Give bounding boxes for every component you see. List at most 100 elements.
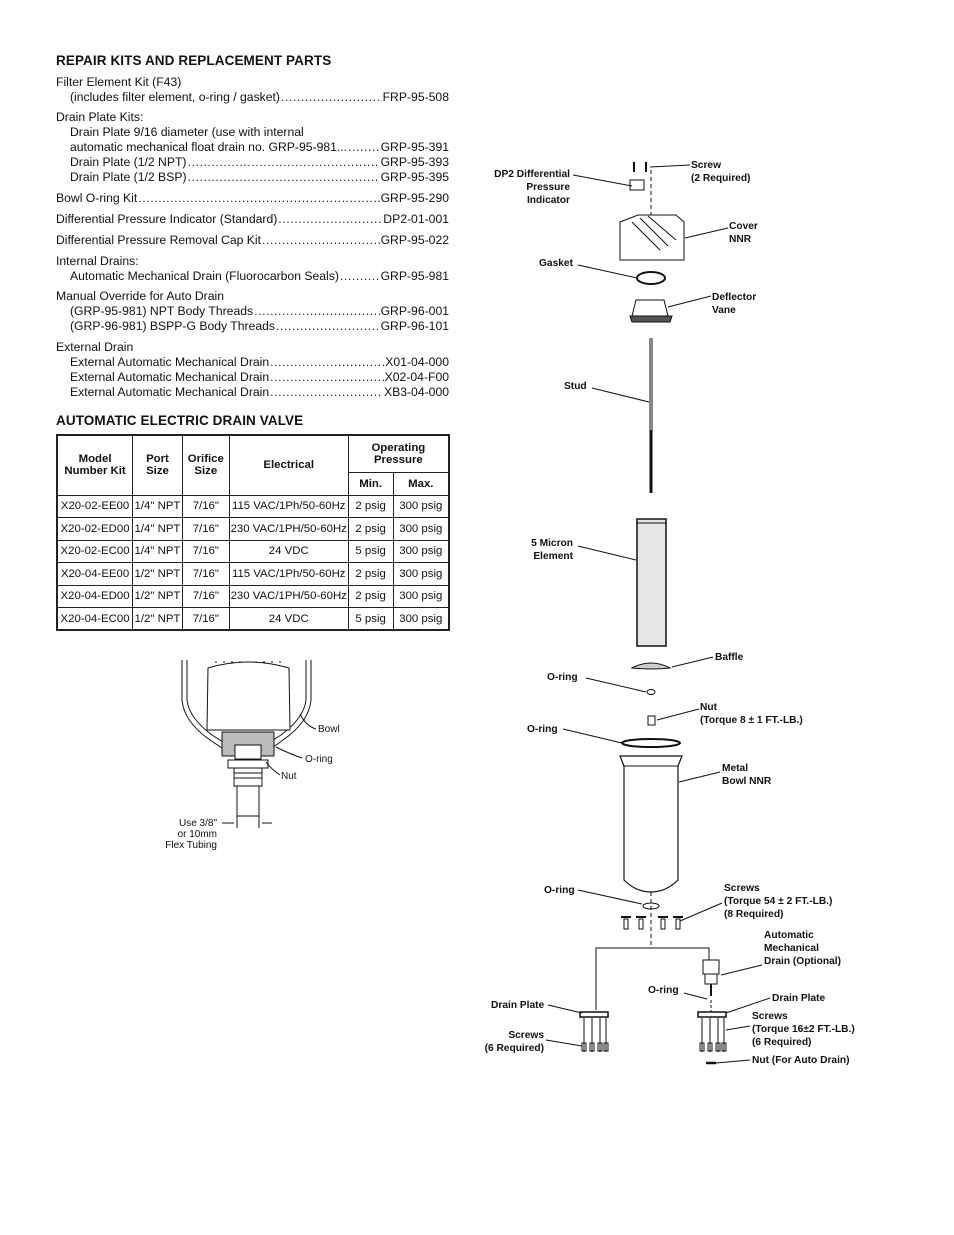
th-min: Min. xyxy=(347,471,394,496)
oring-label-1: O-ring xyxy=(547,672,578,683)
filter-kit-heading: Filter Element Kit (F43) xyxy=(56,75,182,89)
filter-kit-part: FRP-95-508 xyxy=(382,90,449,104)
th-max: Max. xyxy=(392,471,450,496)
dprc-part: GRP-95-022 xyxy=(380,233,449,247)
dpi-row: Differential Pressure Indicator (Standar… xyxy=(56,212,449,227)
drain-plate-part1: GRP-95-391 xyxy=(380,140,449,154)
small-bowl-drawing xyxy=(181,660,317,828)
drain-plate-line2: automatic mechanical float drain no. GRP… xyxy=(70,140,348,154)
screw-label: Screw(2 Required) xyxy=(691,159,750,185)
screws-text: Screws xyxy=(508,1030,544,1041)
oring-label-2: O-ring xyxy=(527,724,558,735)
screws-torque-text: (Torque 54 ± 2 FT.-LB.) xyxy=(724,896,833,907)
table-cell: 1/2" NPT xyxy=(132,584,183,608)
top-screws-drawing xyxy=(572,162,691,191)
th-port: Port Size xyxy=(132,434,183,496)
micron-line: 5 Micron xyxy=(531,538,573,549)
override-bspp-row: (GRP-96-981) BSPP-G Body ThreadsGRP-96-1… xyxy=(56,319,449,334)
table-cell: 1/2" NPT xyxy=(132,607,183,631)
gasket-label: Gasket xyxy=(539,258,573,269)
screws8-label: Screws(Torque 54 ± 2 FT.-LB.)(8 Required… xyxy=(724,882,832,921)
left-drain-plate-drawing xyxy=(545,1004,609,1052)
table-cell: 115 VAC/1Ph/50-60Hz xyxy=(228,562,349,586)
drain-plate-row1: automatic mechanical float drain no. GRP… xyxy=(56,140,449,155)
external-label: External Automatic Mechanical Drain xyxy=(70,355,270,369)
dp2-line: DP2 Differential xyxy=(494,169,570,180)
table-cell: 1/4" NPT xyxy=(132,517,183,541)
vane-text: Vane xyxy=(712,305,736,316)
table-cell: 5 psig xyxy=(347,539,394,563)
table-cell: X20-02-EC00 xyxy=(56,539,134,563)
external-part: X01-04-000 xyxy=(385,355,449,369)
override-heading: Manual Override for Auto Drain xyxy=(56,289,224,303)
table-cell: 115 VAC/1Ph/50-60Hz xyxy=(228,494,349,518)
parts-list: Filter Element Kit (F43) (includes filte… xyxy=(56,75,449,400)
drain-plate-bsp-part: GRP-95-395 xyxy=(380,170,449,184)
external-heading: External Drain xyxy=(56,340,134,354)
filter-kit-row: (includes filter element, o-ring / gaske… xyxy=(56,90,449,105)
table-cell: 2 psig xyxy=(347,517,394,541)
stud-label: Stud xyxy=(564,381,587,392)
bowl-oring-row: Bowl O-ring KitGRP-95-290 xyxy=(56,191,449,206)
small-bowl-label: Bowl xyxy=(318,724,340,735)
cover-drawing xyxy=(619,214,729,261)
screws-req-text: (6 Required) xyxy=(752,1037,812,1048)
drain-plate-label-left: Drain Plate xyxy=(491,1000,545,1011)
drain-plate-bsp: Drain Plate (1/2 BSP) xyxy=(70,170,187,184)
drain-plate-label-right: Drain Plate xyxy=(772,993,826,1004)
small-tubing-label: Use 3/8" or 10mm Flex Tubing xyxy=(163,818,217,851)
oring-label-3: O-ring xyxy=(544,885,575,896)
th-electrical: Electrical xyxy=(228,434,349,496)
table-cell: 1/4" NPT xyxy=(132,539,183,563)
table-cell: 1/4" NPT xyxy=(132,494,183,518)
table-cell: X20-02-EE00 xyxy=(56,494,134,518)
tubing-line: or 10mm xyxy=(177,829,217,840)
override-npt: (GRP-95-981) NPT Body Threads xyxy=(70,304,254,318)
auto-line: Drain (Optional) xyxy=(764,956,841,967)
table-cell: 2 psig xyxy=(347,562,394,586)
external-row-3: External Automatic Mechanical DrainXB3-0… xyxy=(56,385,449,400)
override-npt-row: (GRP-95-981) NPT Body ThreadsGRP-96-001 xyxy=(56,304,449,319)
repair-title: REPAIR KITS AND REPLACEMENT PARTS xyxy=(56,53,332,68)
nut-label: Nut (Torque 8 ± 1 FT.-LB.) xyxy=(700,701,803,727)
table-cell: 7/16" xyxy=(181,517,230,541)
nut-torque-text: (Torque 8 ± 1 FT.-LB.) xyxy=(700,715,803,726)
screws-torque-text: (Torque 16±2 FT.-LB.) xyxy=(752,1024,855,1035)
table-cell: 230 VAC/1PH/50-60Hz xyxy=(228,584,349,608)
external-label: External Automatic Mechanical Drain xyxy=(70,385,270,399)
oring-label-4: O-ring xyxy=(648,985,679,996)
nut-text: Nut xyxy=(700,702,717,713)
screws-req-text: (8 Required) xyxy=(724,909,784,920)
deflector-text: Deflector xyxy=(712,292,757,303)
external-row-1: External Automatic Mechanical Drain X01-0… xyxy=(56,355,449,370)
bowl-nnr-text: Bowl NNR xyxy=(722,776,772,787)
table-cell: 7/16" xyxy=(181,562,230,586)
screws-text: Screws xyxy=(752,1011,788,1022)
table-cell: X20-04-EC00 xyxy=(56,607,134,631)
baffle-label: Baffle xyxy=(715,652,744,663)
screw-text: Screw xyxy=(691,160,722,171)
table-cell: 24 VDC xyxy=(228,607,349,631)
micron-line: Element xyxy=(533,551,573,562)
metal-text: Metal xyxy=(722,763,749,774)
drain-plate-bsp-row: Drain Plate (1/2 BSP) GRP-95-395 xyxy=(56,170,449,185)
cover-text: Cover xyxy=(729,221,758,232)
internal-row: Automatic Mechanical Drain (Fluorocarbon… xyxy=(56,269,449,284)
th-model: Model Number Kit xyxy=(56,434,134,496)
table-cell: 7/16" xyxy=(181,539,230,563)
table-cell: 230 VAC/1PH/50-60Hz xyxy=(228,517,349,541)
small-oring-label: O-ring xyxy=(305,754,333,765)
screws-req-text: (6 Required) xyxy=(484,1043,544,1054)
table-cell: 24 VDC xyxy=(228,539,349,563)
metal-bowl-drawing xyxy=(619,755,721,893)
